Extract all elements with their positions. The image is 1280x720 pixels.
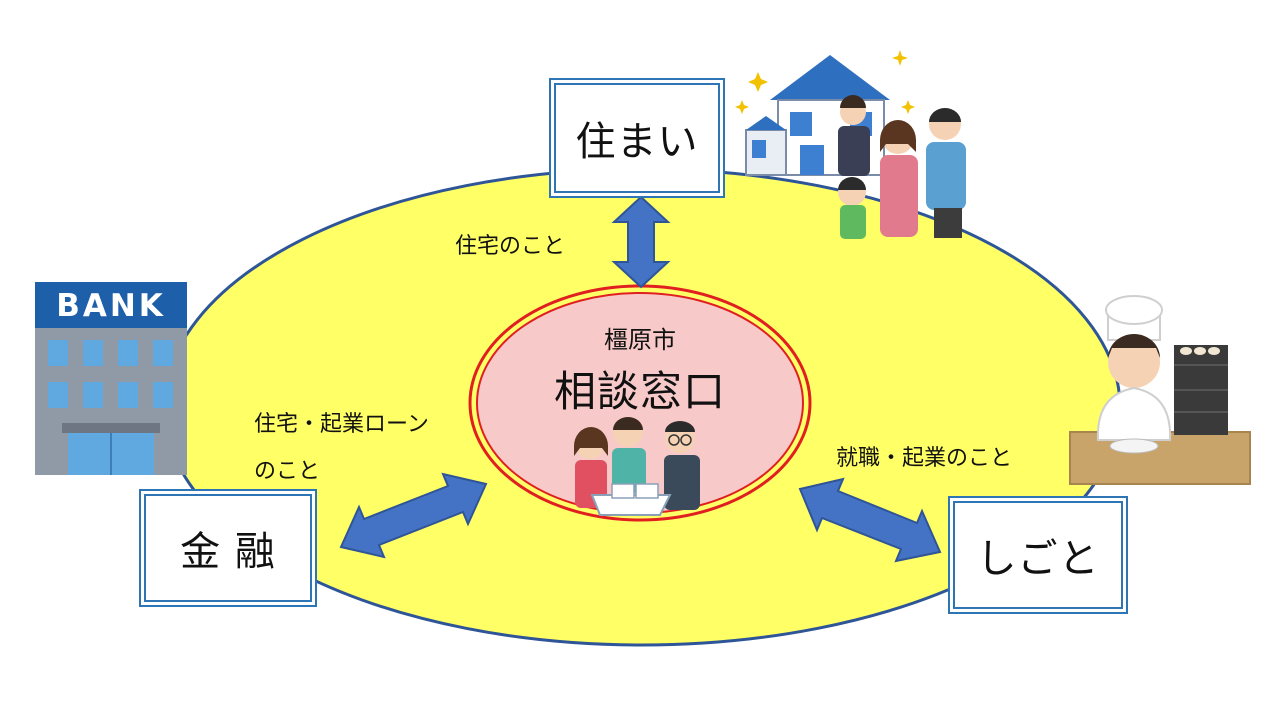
edge-label-housing: 住宅のこと (455, 234, 566, 259)
node-housing: 住まい (549, 78, 725, 198)
center-title: 相談窓口 (553, 367, 726, 416)
node-work: しごと (948, 496, 1128, 614)
edge-label-work: 就職・起業のこと (836, 446, 1013, 471)
edge-label-finance-line1: 住宅・起業ローン (254, 412, 429, 437)
bank-sign: BANK (56, 288, 166, 324)
node-finance-label: 金 融 (180, 529, 276, 575)
arrow-finance (339, 472, 488, 559)
node-work-label: しごと (976, 536, 1100, 582)
bank-building-icon: BANK (35, 282, 187, 475)
arrow-work (798, 477, 942, 563)
edge-label-finance-line2: のこと (254, 459, 321, 484)
node-housing-label: 住まい (575, 119, 699, 165)
center-city-name: 橿原市 (604, 326, 676, 354)
node-finance: 金 融 (139, 489, 317, 607)
counseling-people-icon (574, 417, 700, 516)
arrow-housing (611, 195, 671, 289)
chef-icon (1069, 295, 1251, 485)
house-family-icon (735, 50, 966, 239)
